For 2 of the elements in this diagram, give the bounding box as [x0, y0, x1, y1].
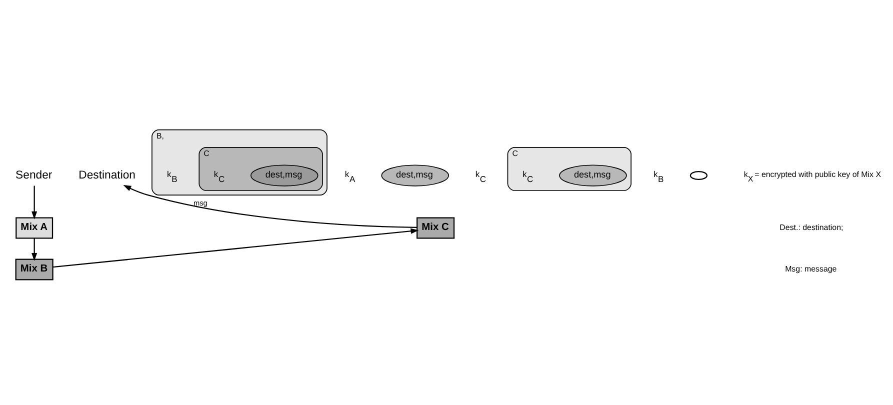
node-text: Destination [78, 169, 136, 182]
node-text: Sender [16, 169, 52, 182]
